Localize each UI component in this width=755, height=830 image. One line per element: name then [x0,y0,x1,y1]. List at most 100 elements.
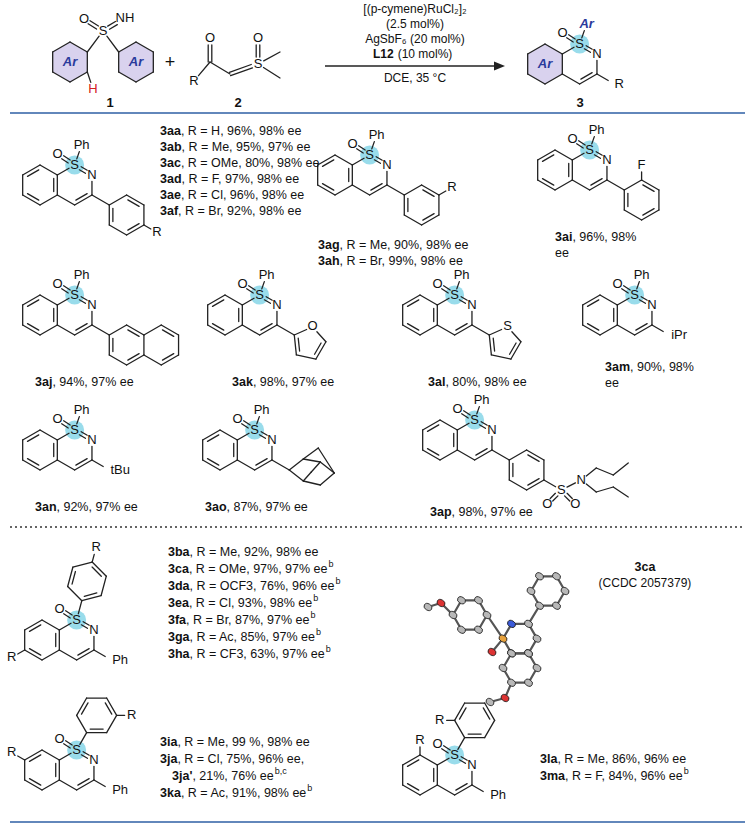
bond-line [624,210,641,220]
bond-line [42,780,59,790]
atom-label: N [577,473,586,488]
bond-line [128,224,139,231]
bond-line [359,146,366,150]
bond-line [220,430,237,440]
bond-line [57,460,74,470]
atom-label: S [365,148,374,163]
bond-line [90,728,103,729]
bond-line [79,170,85,174]
footnote-mark: b [313,593,318,603]
bond-line [249,286,256,290]
bond-line [57,298,69,305]
bond-line [465,702,485,703]
bond-line [53,309,54,322]
bond-line [402,765,403,785]
compound-number: 2 [234,96,241,111]
plus-sign: + [165,52,176,73]
compound-code: 3ad [160,172,182,186]
bond-line [87,697,107,698]
atom-label: O [55,602,65,617]
bond-line [404,195,405,215]
bond-line [73,562,92,567]
bond-line [136,42,153,52]
bond-line [237,440,238,460]
bond-line [408,300,419,307]
dotted-divider [10,526,745,527]
ortep-atom [526,586,536,596]
bond-line [562,47,574,54]
atom-label: S [70,423,79,438]
bond-line [402,305,403,325]
bond-line [437,758,449,765]
bond-line [594,155,600,159]
bond-line [437,325,454,335]
bond-line [586,46,592,50]
compound-code: 3ea [168,596,189,610]
atom-label: N [87,433,96,448]
bond-line [211,45,212,62]
bond-line [289,459,303,470]
bond-line [528,479,539,486]
bond-line [323,160,334,167]
bond-line [40,195,57,205]
bond-line [59,650,76,660]
divider-line [10,821,745,823]
bond-line [596,152,602,156]
bond-line [438,195,439,215]
bond-line [57,325,74,335]
atom-label: N [267,433,276,448]
bond-line [437,765,438,785]
compound-code: 3ca [635,560,656,574]
bond-line [572,180,589,190]
atom-label: N [602,153,611,168]
bond-line [94,780,105,787]
bond-line [387,185,404,195]
bond-line [92,195,109,205]
bond-line [108,22,116,27]
bond-line [455,720,465,737]
bond-line [636,324,647,331]
bond-line [472,785,483,792]
bond-line [76,324,87,331]
bond-line [208,459,219,466]
bond-line [92,325,109,335]
bond-line [207,305,208,325]
bond-line [210,62,230,74]
bond-line [22,440,23,460]
bond-line [652,325,663,332]
bond-line [119,72,136,82]
atom-label: O [55,732,65,747]
ortep-atom [523,678,533,688]
bond-line [374,160,380,164]
bond-line [572,160,573,180]
divider-line [10,112,745,114]
bond-line [78,649,89,656]
atom-label: N [647,298,656,313]
bond-line [404,185,421,195]
bond-line [112,209,113,222]
bond-line [428,425,439,432]
bond-line [433,769,434,782]
bond-line [613,463,628,475]
bond-line [562,54,563,74]
atom-label: O [433,277,443,292]
atom-label: S [70,158,79,173]
atom-label: iPr [671,328,687,343]
yield-ee-text: ee [605,376,619,390]
bond-line [110,25,118,30]
ortep-atom [506,648,516,658]
bond-line [81,432,87,436]
bond-line [485,720,495,737]
bond-line [68,587,82,601]
bond-line [87,36,99,52]
atom-label: S [70,288,79,303]
bond-line [624,180,641,190]
bond-line [481,422,487,426]
yield-ee-text: , 87%, 97% ee [227,500,308,514]
atom-label: R [7,745,16,760]
bond-line [617,298,629,305]
atom-label: N [272,298,281,313]
bond-line [352,158,364,165]
atom-label: N [382,158,391,173]
